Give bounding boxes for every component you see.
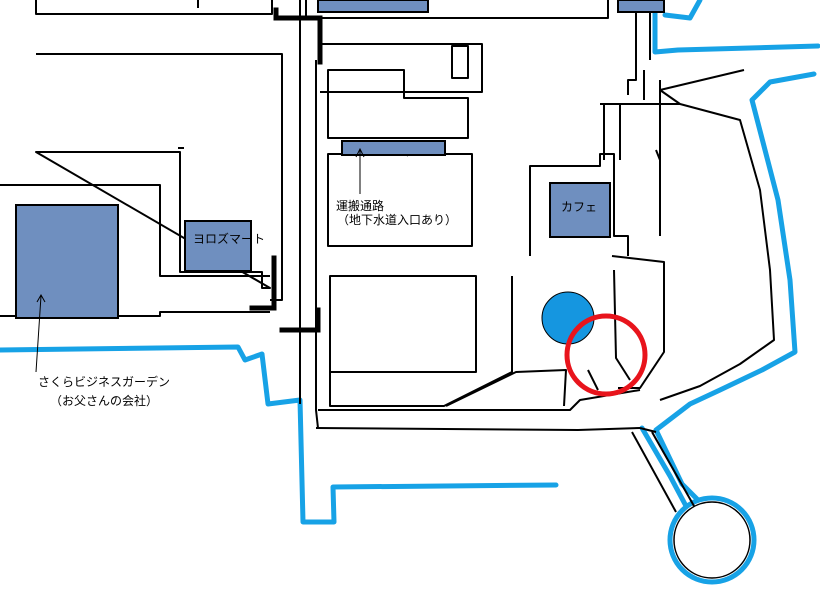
right-block	[611, 255, 665, 389]
river-pond-path	[639, 425, 689, 509]
river-right-bank	[653, 71, 817, 505]
label-father-company: （お父さんの会社）	[50, 393, 158, 408]
river-upper-channel-2	[652, 7, 820, 55]
fountain	[541, 291, 595, 345]
lower-mid-outer	[329, 276, 513, 407]
lower-mid-block	[329, 275, 477, 373]
right-block-inner	[613, 269, 631, 381]
building-top-right	[617, 0, 665, 13]
label-yorozu-mart: ヨロズマート	[193, 231, 265, 246]
buildings	[15, 0, 665, 319]
right-curve-road	[659, 69, 775, 401]
label-sakura-garden: さくらビジネスガーデン	[38, 374, 170, 389]
arrow-transport	[355, 147, 365, 194]
pond-inner	[673, 501, 751, 579]
building-transport-path	[341, 140, 446, 156]
pond-path-right	[651, 431, 695, 507]
top-block-main	[305, 0, 609, 19]
label-transport-path: 運搬通路	[336, 198, 384, 213]
thick-walls	[249, 7, 323, 333]
label-sewer-entrance: （地下水道入口あり）	[337, 213, 457, 227]
pointer-arrows	[35, 147, 365, 373]
building-cafe	[549, 182, 611, 238]
river-left-bank	[0, 344, 559, 525]
target-marker	[564, 313, 648, 397]
cafe-block	[529, 153, 629, 256]
label-cafe: カフェ	[561, 200, 597, 214]
pond-path-left	[631, 431, 677, 513]
wall-top	[273, 15, 323, 65]
mid-block-top	[319, 18, 483, 93]
pond-path-connector	[639, 427, 657, 433]
river	[0, 0, 820, 525]
wall-lower-2	[249, 305, 321, 333]
top-block-left	[35, 0, 273, 15]
top-right-strip	[627, 0, 637, 95]
small-box	[451, 45, 469, 79]
mid-block-second	[327, 69, 469, 139]
right-block-2	[587, 369, 599, 391]
cafe-road-a	[603, 104, 621, 160]
river-upper-channel	[662, 0, 703, 21]
building-sakura-garden	[15, 204, 119, 319]
lower-mid-ribbon	[445, 369, 567, 407]
arrow-sakura	[35, 293, 46, 373]
building-yorozu-mart	[184, 220, 252, 272]
main-street-bottom	[315, 427, 641, 431]
mid-road-right	[315, 60, 319, 429]
building-top-middle	[317, 0, 429, 13]
